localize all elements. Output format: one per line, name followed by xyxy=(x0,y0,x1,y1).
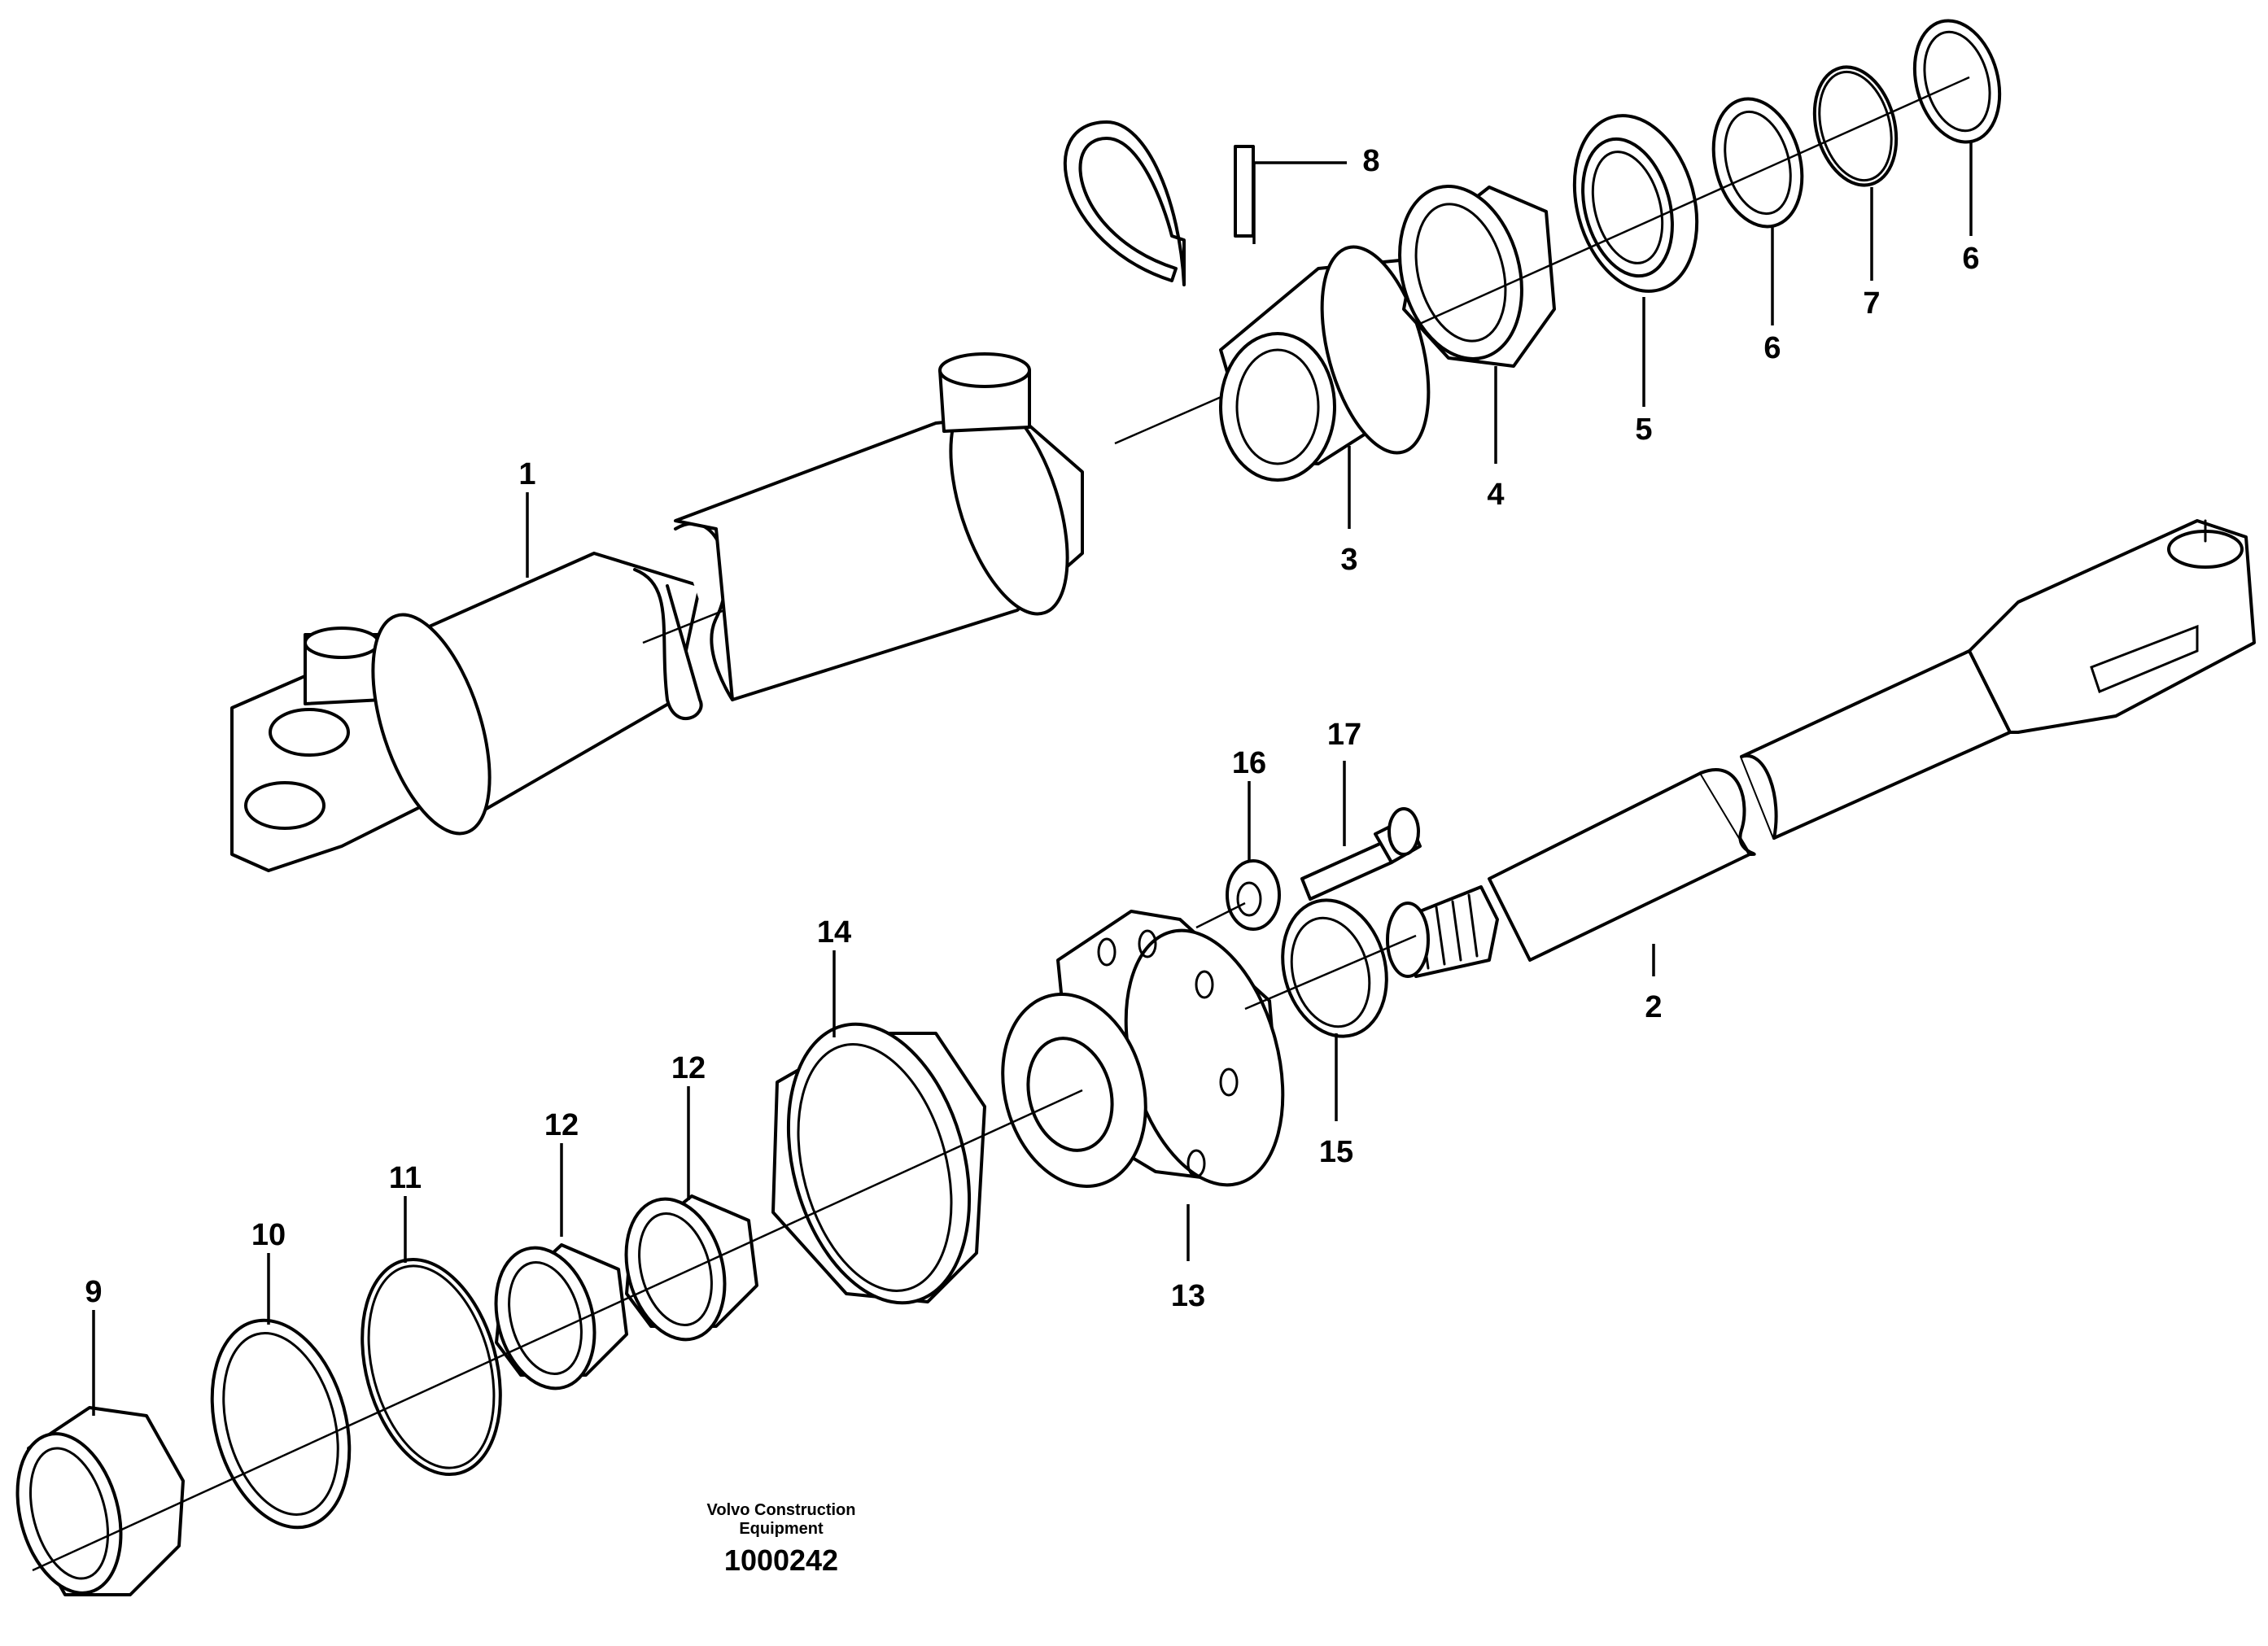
callout-labels: 1 2 3 4 5 6 7 6 8 9 10 11 12 12 13 14 15… xyxy=(85,144,1979,1313)
part-13-piston xyxy=(1001,910,1285,1188)
washer-axis xyxy=(1195,902,1246,929)
company-name-line1: Volvo Construction xyxy=(707,1501,856,1519)
callout-5: 5 xyxy=(1635,413,1652,447)
callout-7: 7 xyxy=(1863,286,1880,321)
figure-number: 1000242 xyxy=(724,1543,838,1577)
part-9-piston-seal xyxy=(15,1406,185,1596)
callout-15: 15 xyxy=(1319,1135,1353,1169)
callout-9: 9 xyxy=(85,1275,102,1309)
part-16-washer xyxy=(1226,859,1281,931)
figure-footer: Volvo Construction Equipment 1000242 xyxy=(707,1501,856,1577)
callout-8: 8 xyxy=(1362,144,1379,178)
lower-axis xyxy=(32,1089,1083,1572)
part-2-piston-rod xyxy=(1386,519,2256,978)
part-5-seal xyxy=(1572,114,1699,293)
leader-lines xyxy=(92,142,1973,1416)
callout-6-first: 6 xyxy=(1763,331,1781,365)
callout-17: 17 xyxy=(1327,718,1361,752)
part-11-o-ring xyxy=(361,1257,502,1477)
part-12-guide-ring-a xyxy=(494,1243,628,1391)
callout-10: 10 xyxy=(251,1218,286,1252)
part-15-seal-ring xyxy=(1281,898,1388,1038)
part-10-backup-ring xyxy=(210,1318,352,1530)
callout-14: 14 xyxy=(817,915,851,950)
part-8-lock-wire xyxy=(1063,120,1186,286)
callout-6-second: 6 xyxy=(1962,242,1979,276)
callout-4: 4 xyxy=(1487,478,1504,512)
part-1-cylinder-tube xyxy=(230,352,1084,872)
part-12-guide-ring-b xyxy=(624,1194,758,1342)
callout-3: 3 xyxy=(1340,543,1357,577)
upper-axis xyxy=(1415,76,1970,327)
part-4-bushing xyxy=(1398,185,1556,368)
callout-12-second: 12 xyxy=(671,1051,706,1085)
part-8-wire-end xyxy=(1234,145,1255,238)
part-6-ring-a xyxy=(1711,97,1804,229)
callout-12-first: 12 xyxy=(544,1108,579,1142)
part-17-screw xyxy=(1300,807,1422,901)
part-3-gland xyxy=(1219,245,1431,482)
callout-13: 13 xyxy=(1171,1279,1205,1313)
part-6-ring-b xyxy=(1912,19,2002,144)
callout-2: 2 xyxy=(1645,990,1662,1024)
part-14-wear-ring xyxy=(771,1022,986,1305)
lower-axis-right xyxy=(1244,934,1417,1011)
callout-11: 11 xyxy=(389,1161,422,1195)
part-7-circlip xyxy=(1812,65,1899,187)
company-name-line2: Equipment xyxy=(739,1520,824,1538)
callout-1: 1 xyxy=(518,457,535,491)
callout-16: 16 xyxy=(1232,746,1266,780)
